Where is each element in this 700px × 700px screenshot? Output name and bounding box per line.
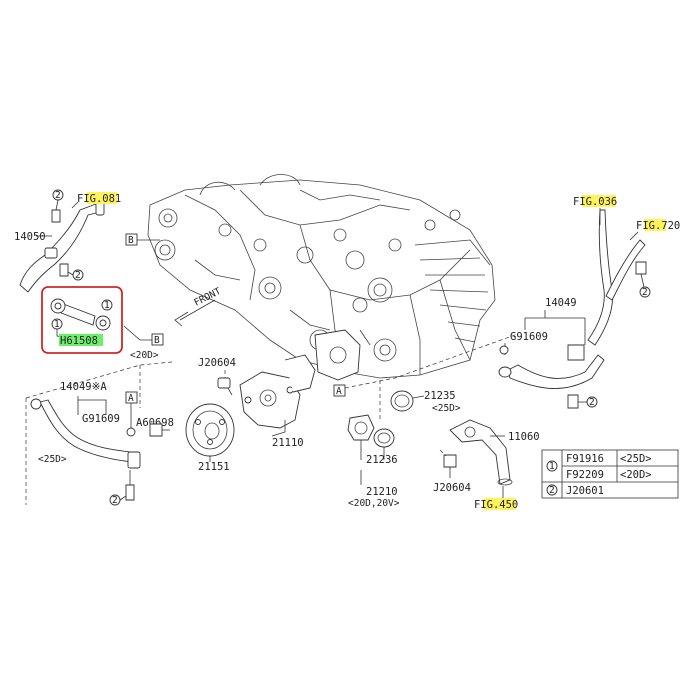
legend-note-2: <20D> xyxy=(620,469,652,481)
note-20d: <20D> xyxy=(130,350,159,361)
marker-b-upper xyxy=(125,233,138,246)
svg-text:2: 2 xyxy=(589,397,595,408)
legend-table: 1 2 F91916 <25D> F92209 <20D> J20601 xyxy=(541,449,679,499)
svg-text:A: A xyxy=(128,393,134,404)
part-g91609-left: G91609 xyxy=(82,413,120,425)
svg-text:B: B xyxy=(128,235,134,246)
marker-b-lower xyxy=(151,333,164,346)
front-label: FRONT xyxy=(192,286,223,309)
h61508-callout: 1 1 H61508 xyxy=(41,286,123,354)
part-14050: 14050 xyxy=(14,231,46,243)
part-h61508[interactable]: H61508 xyxy=(60,335,98,347)
legend-key-2: 2 xyxy=(549,485,555,496)
part-g91609-right: G91609 xyxy=(510,331,548,343)
part-21110: 21110 xyxy=(272,437,304,449)
b-marker-group: B <20D> B xyxy=(123,233,164,361)
front-arrow: FRONT xyxy=(174,286,223,327)
part-14049a: 14049※A xyxy=(60,381,107,393)
svg-text:2: 2 xyxy=(75,270,81,281)
note-20d20v: <20D,20V> xyxy=(348,498,400,509)
svg-text:1: 1 xyxy=(104,300,110,311)
callout-box xyxy=(41,286,123,354)
part-j20604-top: J20604 xyxy=(198,357,236,369)
water-pump-group: J20604 21151 21110 xyxy=(149,354,316,473)
legend-part-3: J20601 xyxy=(566,485,604,497)
part-a60698: A60698 xyxy=(136,417,174,429)
thermostat-group: 21235 <25D> 21236 21210 <20D,20V> xyxy=(347,390,461,509)
part-21151: 21151 xyxy=(198,461,230,473)
part-21236: 21236 xyxy=(366,454,398,466)
a-marker-center: A xyxy=(333,334,516,420)
part-21210: 21210 xyxy=(366,486,398,498)
fig081-highlight xyxy=(87,192,117,204)
fig720-highlight xyxy=(644,219,666,231)
marker-a-left xyxy=(125,391,138,404)
fig036-highlight xyxy=(582,195,616,207)
part-21235: 21235 xyxy=(424,390,456,402)
outlet-11060-group: 11060 J20604 FIG.450 xyxy=(433,419,540,511)
legend-part-1: F91916 xyxy=(566,453,604,465)
ref-fig036[interactable]: FIG.036 xyxy=(573,196,617,208)
legend-key-1: 1 xyxy=(549,461,555,472)
svg-text:2: 2 xyxy=(642,287,648,298)
ref-fig450[interactable]: FIG.450 xyxy=(474,499,518,511)
fig450-highlight xyxy=(484,498,516,510)
svg-text:2: 2 xyxy=(55,190,61,201)
svg-text:A: A xyxy=(336,386,342,397)
note-25d-mid: <25D> xyxy=(432,403,461,414)
svg-text:B: B xyxy=(154,335,160,346)
note-25d-left: <25D> xyxy=(38,454,67,465)
pump-housing-drawing xyxy=(314,329,361,381)
pipe-14049-group: 14049 G91609 2 2 FIG.036 FIG.720 xyxy=(498,195,680,409)
part-14049: 14049 xyxy=(545,297,577,309)
part-j20604-bottom: J20604 xyxy=(433,482,471,494)
ref-fig720[interactable]: FIG.720 xyxy=(636,220,680,232)
part-11060: 11060 xyxy=(508,431,540,443)
legend-part-2: F92209 xyxy=(566,469,604,481)
svg-text:2: 2 xyxy=(112,495,118,506)
svg-text:1: 1 xyxy=(54,319,60,330)
legend-note-1: <25D> xyxy=(620,453,652,465)
pipe-14049a-group: 14049※A G91609 A A60698 <25D> 2 xyxy=(25,361,174,506)
marker-a-center xyxy=(333,384,346,397)
h61508-highlight xyxy=(59,334,103,346)
ref-fig081[interactable]: FIG.081 xyxy=(77,193,121,205)
hose-14050-group: 2 2 14050 FIG.081 xyxy=(14,189,121,293)
outlet-11060-drawing xyxy=(449,419,511,485)
